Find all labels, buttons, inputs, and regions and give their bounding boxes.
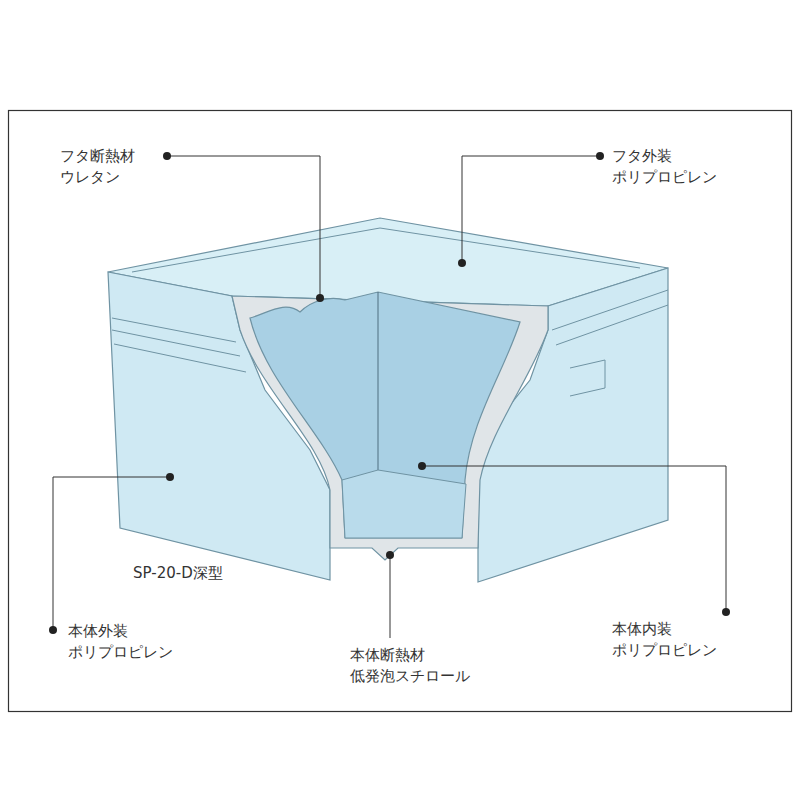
frame [9, 111, 792, 712]
handle [570, 360, 605, 396]
face-line [556, 305, 668, 345]
cavity-corner [378, 292, 379, 470]
model-name: SP-20-D深型 [133, 563, 262, 584]
leader-dots [49, 152, 730, 634]
part-label: フタ外装 ポリプロピレン [612, 146, 741, 188]
part-label: フタ断熱材 ウレタン [60, 146, 189, 188]
leader-lines [53, 156, 726, 638]
cavity [250, 292, 520, 538]
lid-rim [132, 228, 640, 272]
part-label: 本体断熱材 低発泡スチロール [350, 645, 479, 687]
face-line [552, 290, 668, 330]
cavity-floor [342, 470, 466, 538]
part-label: 本体外装 ポリプロピレン [68, 621, 197, 663]
part-label: 本体内装 ポリプロピレン [612, 619, 741, 661]
face-line [114, 344, 246, 372]
face-line [112, 318, 236, 342]
face-line [112, 330, 240, 356]
